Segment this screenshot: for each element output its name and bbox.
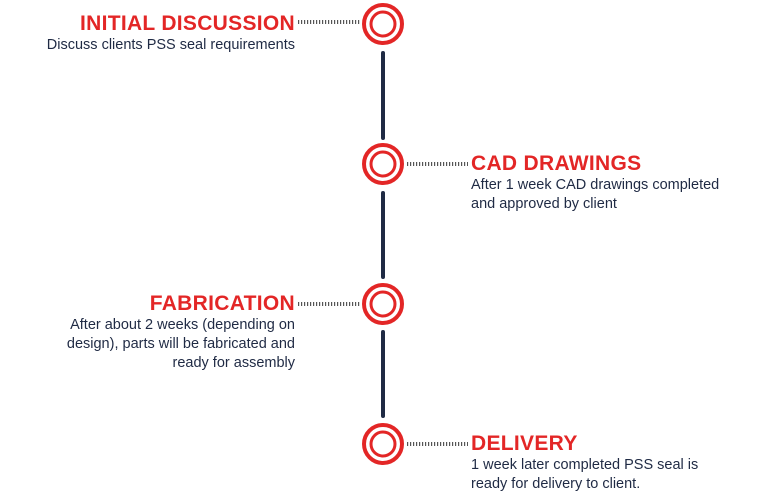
step-title: INITIAL DISCUSSION (79, 12, 295, 35)
step-description-line: Discuss clients PSS seal requirements (46, 37, 295, 53)
step-description-line: ready for delivery to client. (471, 476, 641, 492)
timeline-node-delivery (362, 423, 404, 465)
step-initial-discussion: INITIAL DISCUSSION Discuss clients PSS s… (47, 12, 295, 55)
step-description-line: design), parts will be fabricated and (66, 336, 295, 352)
step-description: After 1 week CAD drawings completed and … (471, 176, 719, 214)
step-title: CAD DRAWINGS (471, 152, 642, 175)
timeline-node-initial-discussion (362, 3, 404, 45)
step-fabrication: FABRICATION After about 2 weeks (dependi… (67, 292, 295, 373)
step-title: DELIVERY (471, 432, 578, 455)
step-description: Discuss clients PSS seal requirements (47, 36, 295, 55)
step-description-line: ready for assembly (172, 355, 296, 371)
step-description-line: and approved by client (471, 196, 617, 212)
step-description-line: After 1 week CAD drawings completed (471, 177, 720, 193)
step-cad-drawings: CAD DRAWINGS After 1 week CAD drawings c… (471, 152, 719, 214)
timeline-node-fabrication (362, 283, 404, 325)
step-description: After about 2 weeks (depending on design… (67, 316, 295, 373)
step-description-line: 1 week later completed PSS seal is (471, 457, 699, 473)
timeline-node-cad-drawings (362, 143, 404, 185)
step-delivery: DELIVERY 1 week later completed PSS seal… (471, 432, 698, 494)
step-description-line: After about 2 weeks (depending on (70, 317, 295, 333)
step-description: 1 week later completed PSS seal is ready… (471, 456, 698, 494)
step-title: FABRICATION (149, 292, 295, 315)
